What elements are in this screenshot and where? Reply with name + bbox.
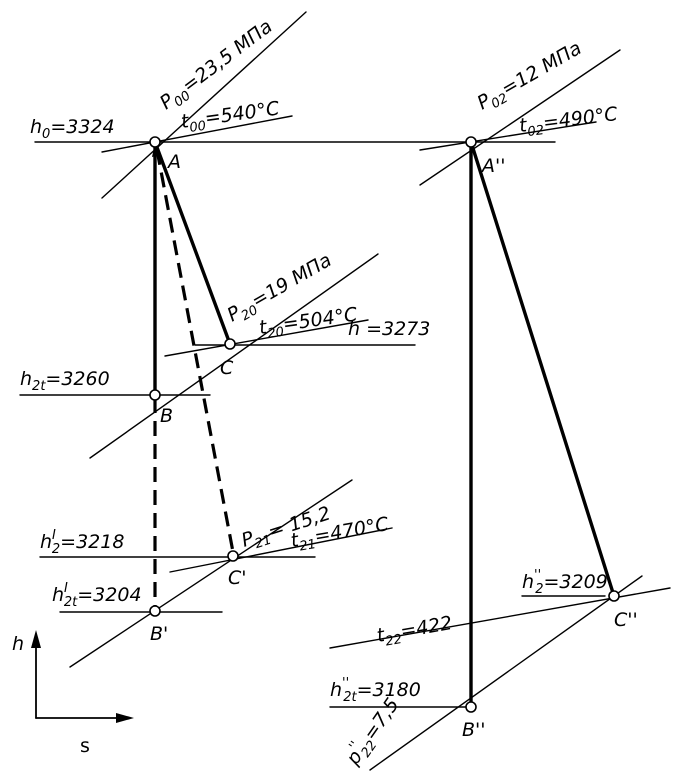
label-A2: A'' — [480, 155, 505, 177]
axis-s-arrow — [116, 713, 134, 723]
axis-h-arrow — [31, 630, 41, 648]
label-C2: C'' — [614, 609, 638, 631]
label-h2t-dprime: h''2t=3180 — [330, 676, 421, 705]
isobar-p00 — [101, 11, 307, 199]
point-B1 — [149, 605, 161, 617]
isotherm-t21 — [169, 527, 393, 573]
label-t20: t20=504°C — [258, 303, 360, 343]
point-A — [149, 136, 161, 148]
point-B2 — [465, 701, 477, 713]
axis-h-label: h — [12, 633, 24, 655]
label-B: B — [160, 405, 173, 427]
arrowhead-A — [152, 143, 160, 157]
label-h2-dprime: h''2=3209 — [522, 568, 608, 597]
label-B1: B' — [150, 623, 168, 645]
point-C2 — [608, 590, 620, 602]
point-C — [224, 338, 236, 350]
isobar-p02 — [419, 49, 621, 186]
label-t00: t00=540°C — [180, 97, 282, 137]
isotherm-t02 — [419, 121, 597, 151]
label-A: A — [166, 151, 181, 173]
isobar-p20 — [89, 253, 379, 459]
label-C1: C' — [228, 567, 247, 589]
point-A2 — [465, 136, 477, 148]
line-A2-C2 — [469, 140, 616, 598]
point-C1 — [227, 550, 239, 562]
line-A-C — [153, 140, 232, 346]
label-p02: P02=12 МПа — [474, 37, 588, 118]
isobar-p22 — [369, 575, 643, 771]
label-B2: B'' — [462, 719, 485, 741]
label-h2t: h2t=3260 — [20, 368, 110, 394]
isotherm-t20 — [164, 319, 369, 357]
label-h0: h0=3324 — [30, 116, 115, 142]
isotherm-t00 — [101, 115, 293, 153]
label-t22: t22=422 — [375, 612, 455, 651]
label-C: C — [220, 357, 234, 379]
axis-s-label: s — [80, 735, 90, 757]
label-h3273: h =3273 — [348, 318, 430, 340]
point-B — [149, 389, 161, 401]
isobar-p21 — [69, 479, 353, 668]
